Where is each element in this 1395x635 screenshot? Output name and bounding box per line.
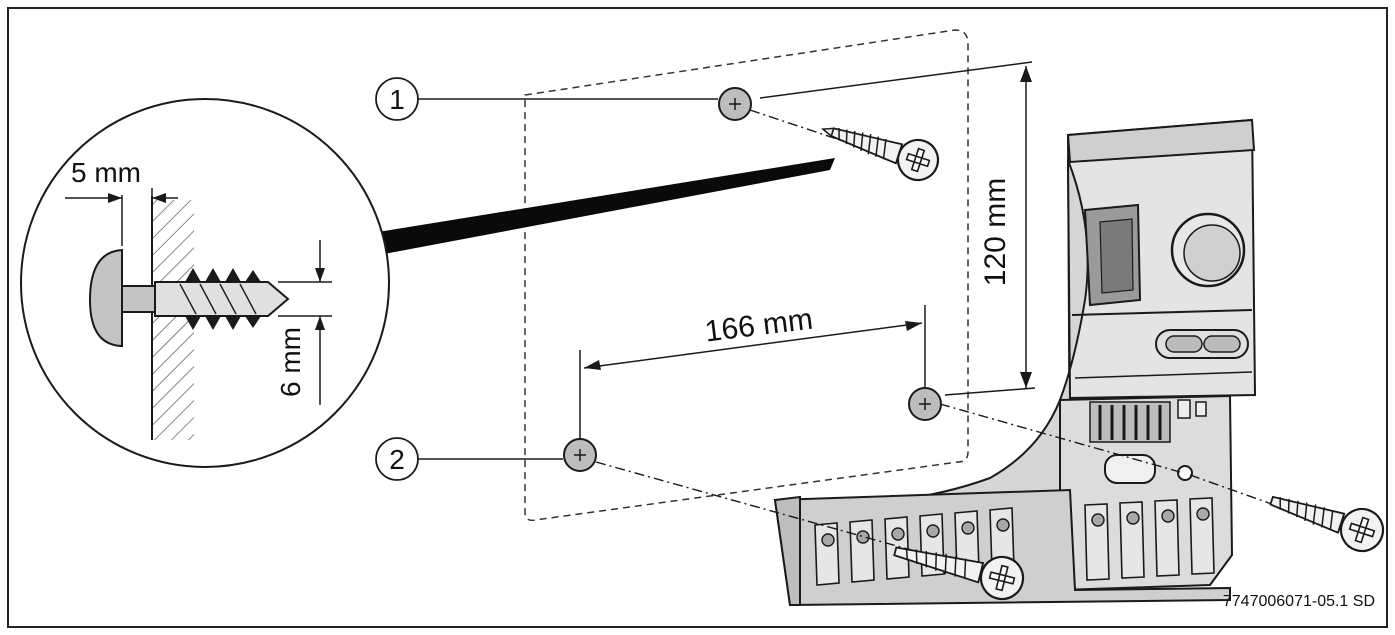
detail-depth-label: 5 mm [71,157,141,188]
screw-right-icon [1269,495,1385,553]
template-outline [524,29,969,522]
magnifier-pointer [378,158,835,254]
dimension-120 [759,61,1036,396]
terminal-base [773,394,1234,607]
screw-top-icon [820,127,940,182]
dimension-vertical-label: 120 mm [979,178,1012,286]
figure-code: 7747006071-05.1 SD [1223,593,1375,610]
wall-hole-bottom [563,438,597,472]
diameter-dimension [278,240,332,405]
callout-2: 2 [375,437,563,481]
detail-diameter-label: 6 mm [275,327,306,397]
detail-magnifier: 5 mm 6 mm [20,98,390,468]
dimension-166 [579,305,926,440]
dip-switch-icon [1089,401,1171,443]
base-mounting-hole [1177,465,1193,481]
callout-1-label: 1 [389,84,405,115]
depth-dimension [65,188,178,246]
wall-hole-top [718,87,752,121]
wall-hole-right [908,387,942,421]
rotary-knob-icon [1170,212,1246,288]
screw-bottom-icon [893,546,1025,601]
button-pair-icon [1155,329,1249,359]
callout-2-label: 2 [389,444,405,475]
callout-1: 1 [375,77,718,121]
detail-screw-head [88,248,123,348]
